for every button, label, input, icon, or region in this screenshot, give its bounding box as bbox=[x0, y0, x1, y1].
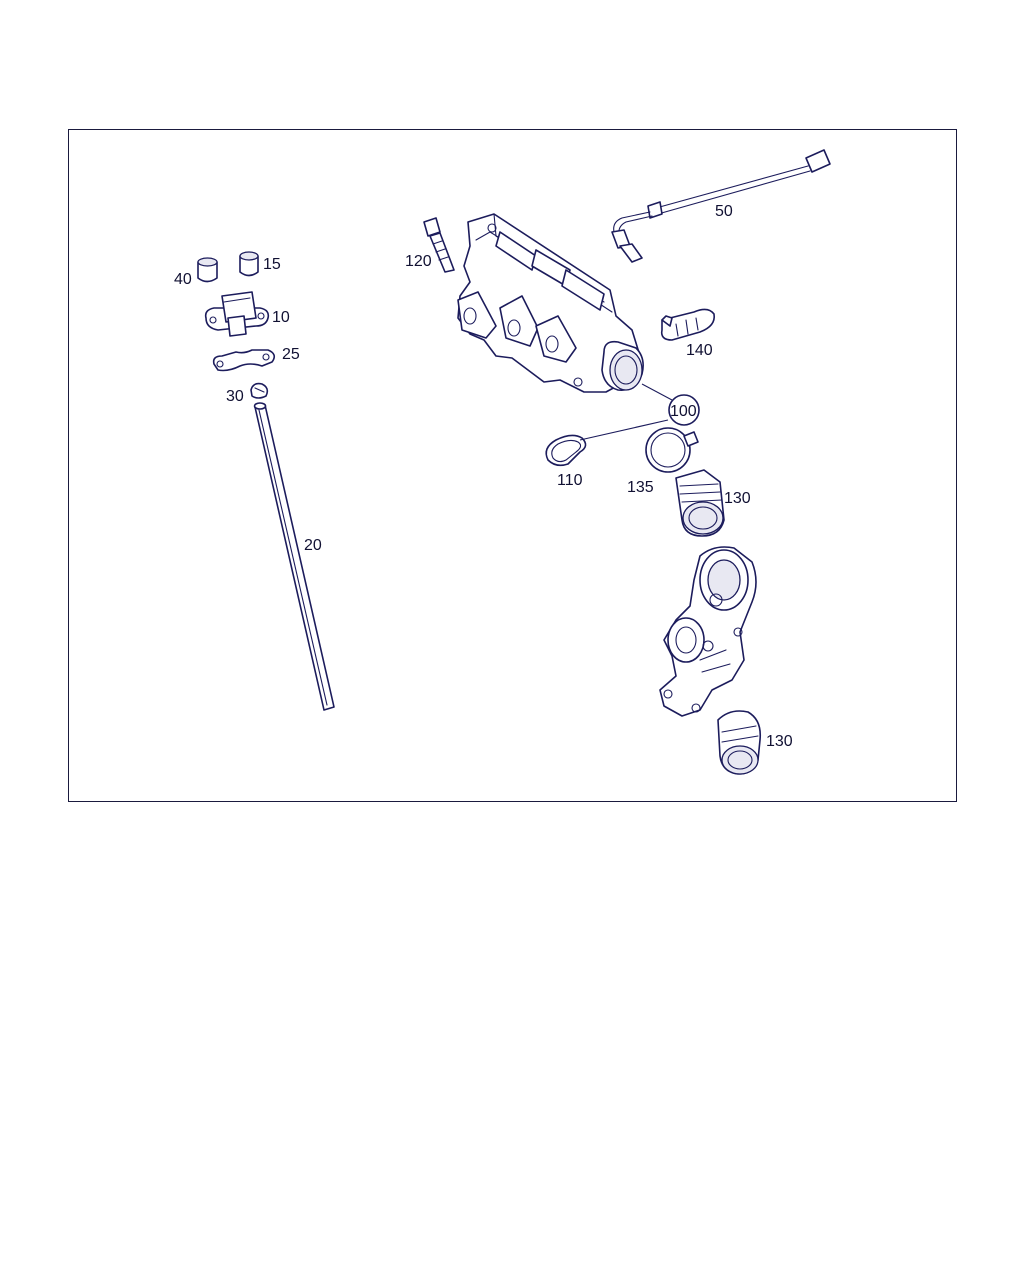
label-100: 100 bbox=[670, 403, 697, 420]
label-130-upper: 130 bbox=[724, 490, 751, 507]
label-135: 135 bbox=[627, 479, 654, 496]
part-20-tube bbox=[253, 402, 335, 711]
part-130-sleeve-upper bbox=[675, 469, 725, 537]
part-110-seal bbox=[545, 434, 587, 467]
label-50: 50 bbox=[715, 203, 733, 220]
label-110: 110 bbox=[557, 472, 583, 489]
part-135-clamp bbox=[645, 427, 699, 473]
label-30: 30 bbox=[226, 388, 244, 405]
label-40: 40 bbox=[174, 271, 192, 288]
label-15: 15 bbox=[263, 256, 281, 273]
part-30-clip bbox=[250, 382, 269, 399]
label-25: 25 bbox=[282, 346, 300, 363]
label-140: 140 bbox=[686, 342, 713, 359]
part-10-sensor bbox=[204, 291, 270, 337]
part-40-cap bbox=[197, 257, 218, 283]
label-20: 20 bbox=[304, 537, 322, 554]
leader-lines bbox=[579, 383, 673, 441]
throttle-assembly bbox=[659, 546, 757, 717]
part-15-cap bbox=[239, 251, 259, 277]
part-130-sleeve-lower bbox=[717, 710, 762, 775]
callout-circle-100 bbox=[668, 394, 700, 426]
label-120: 120 bbox=[405, 253, 432, 270]
label-130-lower: 130 bbox=[766, 733, 793, 750]
part-140-bracket bbox=[660, 308, 716, 341]
part-100-manifold bbox=[457, 213, 644, 393]
part-25-gasket bbox=[212, 349, 276, 372]
part-120-bolt bbox=[423, 217, 455, 273]
label-10: 10 bbox=[272, 309, 290, 326]
part-50-sensor-line bbox=[611, 149, 831, 263]
